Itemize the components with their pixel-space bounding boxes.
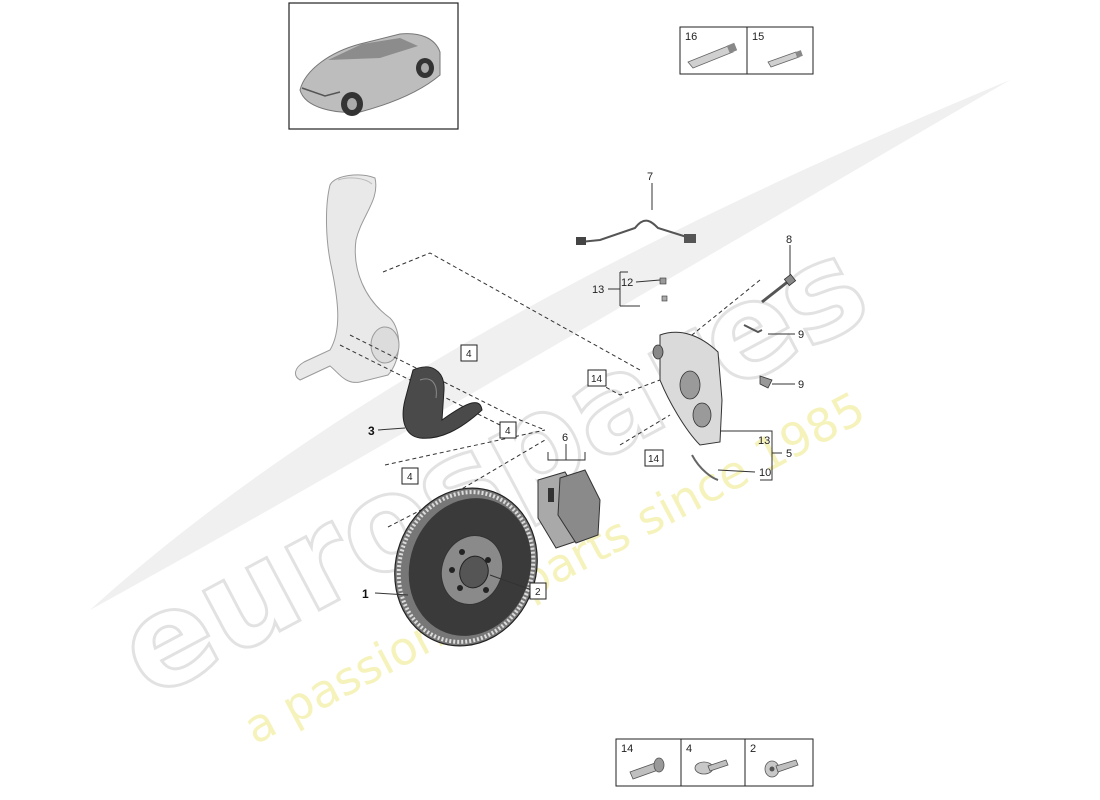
- legend-top: 16 15: [679, 26, 814, 75]
- callout-5: 5: [786, 448, 792, 460]
- legend-top-15-label: 15: [752, 31, 764, 43]
- wear-sensor-cable: [576, 219, 696, 245]
- brake-caliper: [652, 331, 723, 446]
- brake-pads: [537, 469, 601, 549]
- bolt-2-icon: [764, 759, 799, 778]
- legend-bottom-14-label: 14: [621, 743, 633, 755]
- callout-9-upper: 9: [798, 329, 804, 341]
- callout-13-lower: 13: [758, 435, 770, 447]
- legend-bottom: 14 4 2: [615, 738, 814, 787]
- callout-4-lower: 4: [407, 472, 413, 483]
- callout-4-upper: 4: [466, 349, 472, 360]
- watermark-swoosh: [90, 80, 1010, 610]
- callout-14-upper: 14: [591, 374, 603, 385]
- callout-1: 1: [362, 587, 369, 601]
- callout-7: 7: [647, 171, 653, 183]
- legend-bottom-4-label: 4: [686, 743, 692, 755]
- legend-bottom-2-label: 2: [750, 743, 756, 755]
- watermark: eurospares a passion for parts since 198…: [90, 80, 1010, 755]
- callout-9-lower: 9: [798, 379, 804, 391]
- callout-2: 2: [535, 587, 541, 598]
- callout-6: 6: [562, 432, 568, 444]
- callouts: 1 2 3 4 4 4 5 6 7 8 9 9 10 12 13 13 14 1…: [362, 171, 804, 601]
- callout-8: 8: [786, 234, 792, 246]
- callout-4-middle: 4: [505, 426, 511, 437]
- callout-13-upper: 13: [592, 284, 604, 296]
- callout-3: 3: [368, 424, 375, 438]
- callout-14-lower: 14: [648, 454, 660, 465]
- small-parts: [659, 277, 773, 481]
- callout-12: 12: [621, 277, 633, 289]
- vehicle-thumbnail: [288, 2, 459, 130]
- bolt-4-icon: [694, 759, 729, 775]
- brake-disc: [394, 487, 538, 647]
- callout-10: 10: [759, 467, 771, 479]
- leader-lines: [374, 183, 795, 596]
- tube-large-icon: [687, 42, 738, 69]
- brake-shield: [402, 366, 483, 439]
- tube-small-icon: [767, 50, 803, 68]
- guide-pin: [761, 273, 797, 304]
- bolt-14-icon: [629, 757, 665, 780]
- legend-top-16-label: 16: [685, 31, 697, 43]
